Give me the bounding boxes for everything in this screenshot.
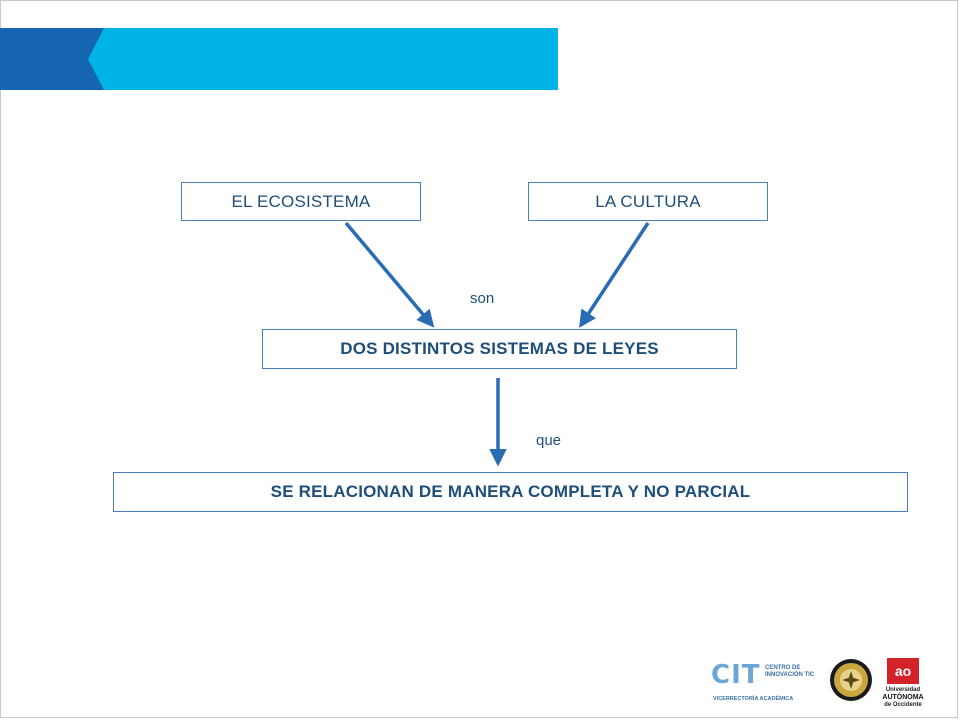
node-cultura-label: LA CULTURA <box>595 191 701 211</box>
uao-logo: ao Universidad AUTÓNOMA de Occidente <box>879 656 927 708</box>
node-relacionan: SE RELACIONAN DE MANERA COMPLETA Y NO PA… <box>113 472 908 512</box>
uao-logo-text: Universidad AUTÓNOMA de Occidente <box>879 687 927 709</box>
cit-logo-subtitle: CENTRO DE INNOVACIÓN TIC <box>765 665 825 679</box>
cit-line1: CENTRO DE <box>765 665 801 671</box>
footer-logos: CIT CENTRO DE INNOVACIÓN TIC VICERRECTOR… <box>705 652 937 712</box>
cit-logo-footer: VICERRECTORÍA ACADÉMICA <box>713 696 794 702</box>
cit-logo-mark: CIT <box>711 660 761 690</box>
node-cultura: LA CULTURA <box>528 182 768 221</box>
node-dos-sistemas: DOS DISTINTOS SISTEMAS DE LEYES <box>262 329 737 369</box>
node-ecosistema: EL ECOSISTEMA <box>181 182 421 221</box>
node-ecosistema-label: EL ECOSISTEMA <box>231 191 371 211</box>
uao-line3: de Occidente <box>884 702 922 708</box>
cit-line2: INNOVACIÓN TIC <box>765 672 815 678</box>
university-seal-icon <box>830 659 872 701</box>
uao-line2: AUTÓNOMA <box>882 694 924 701</box>
connector-label-son: son <box>470 290 495 307</box>
banner-dark-chevron <box>0 28 104 90</box>
cit-logo: CIT CENTRO DE INNOVACIÓN TIC VICERRECTOR… <box>705 656 825 704</box>
node-relacionan-label: SE RELACIONAN DE MANERA COMPLETA Y NO PA… <box>270 482 751 501</box>
uao-line1: Universidad <box>885 687 921 693</box>
header-banner <box>0 28 558 90</box>
uao-logo-mark: ao <box>887 658 919 684</box>
node-dos-sistemas-label: DOS DISTINTOS SISTEMAS DE LEYES <box>340 339 659 358</box>
connector-label-que: que <box>536 432 562 449</box>
